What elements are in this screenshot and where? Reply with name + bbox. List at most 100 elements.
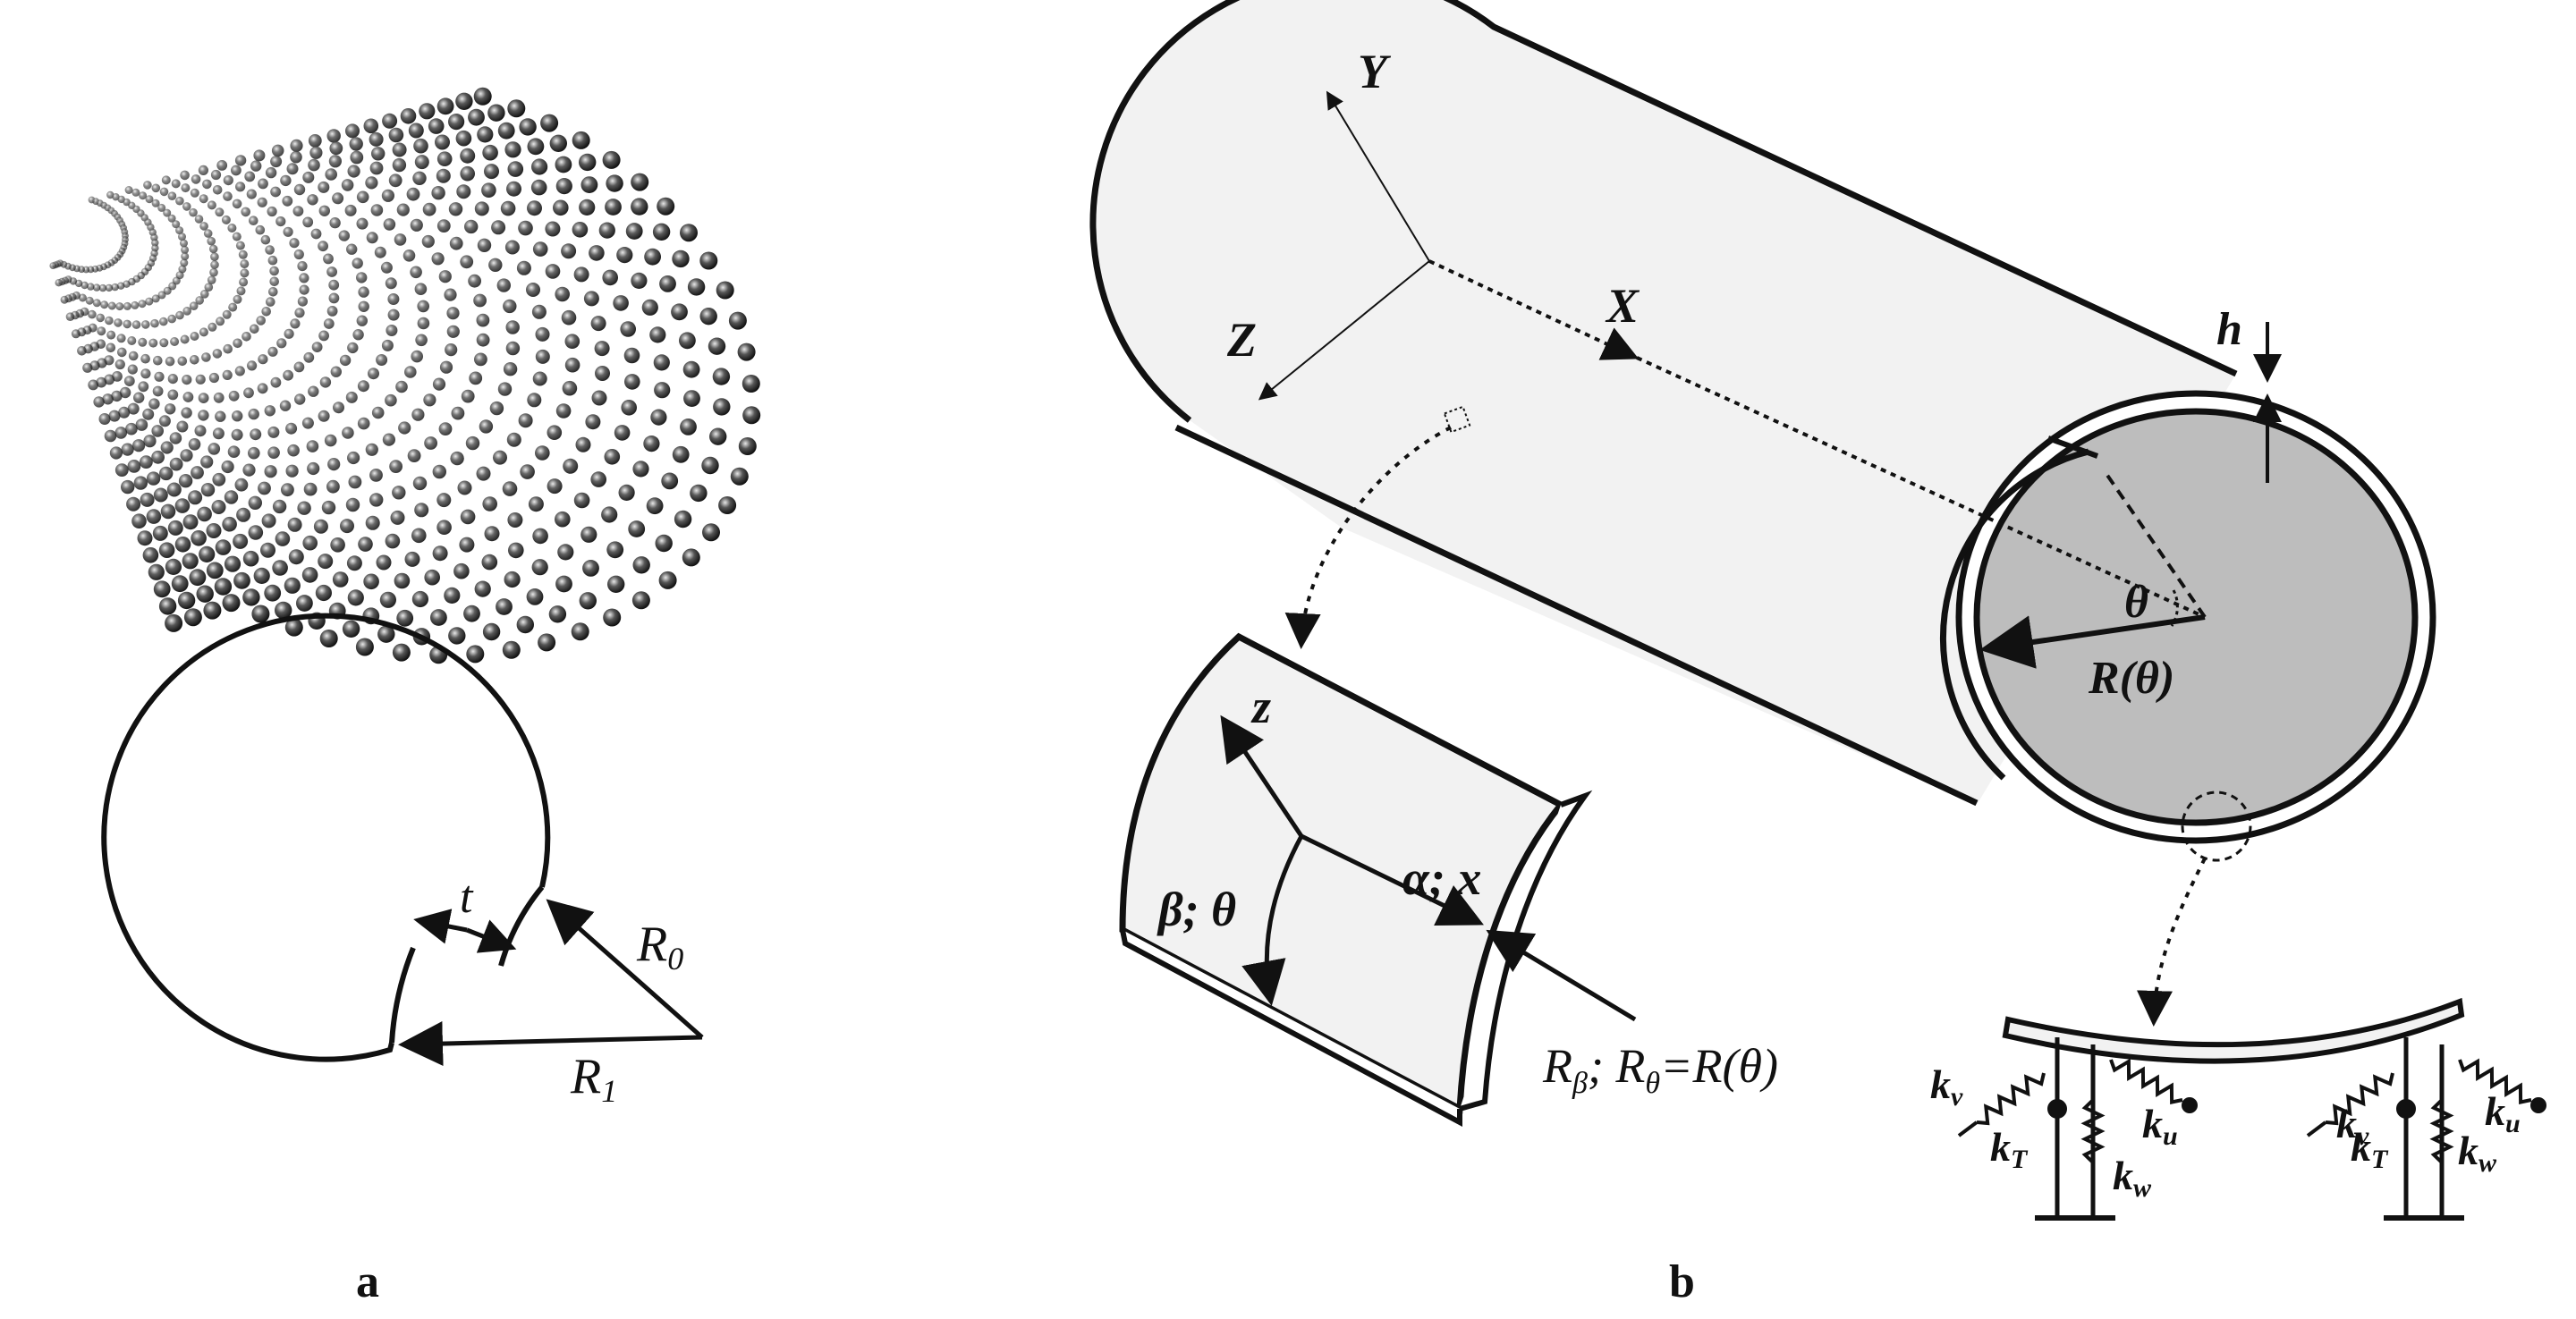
atom-sphere [181,245,190,254]
atom-sphere [190,188,199,198]
atom-sphere [182,307,191,316]
atom-sphere [146,471,161,486]
atom-sphere [191,530,207,546]
atom-sphere [376,354,388,366]
atom-sphere [231,428,243,441]
atom-sphere [453,562,470,579]
atom-sphere [555,178,572,195]
atom-sphere [238,249,248,259]
atom-sphere [355,638,374,656]
atom-sphere [231,165,242,176]
t-label: t [460,872,474,923]
atom-sphere [450,451,464,466]
atom-sphere [208,443,221,455]
atom-sphere [272,499,287,514]
atom-sphere [572,221,589,238]
atom-sphere [644,248,661,266]
atom-sphere [131,300,140,309]
atom-sphere [436,168,451,183]
atom-sphere [374,246,386,258]
atom-sphere [235,241,245,250]
atom-sphere [532,241,548,257]
atom-sphere [394,572,411,589]
atom-sphere [161,175,171,185]
atom-sphere [276,338,287,349]
atom-sphere [562,380,578,396]
atom-sphere [85,296,94,305]
atom-sphere [728,311,747,330]
atom-sphere [175,226,184,235]
atom-sphere [709,427,727,445]
atom-sphere [166,482,182,497]
atom-sphere [233,338,242,349]
atom-sphere [250,428,262,441]
atom-sphere [104,429,117,443]
atom-sphere [365,443,378,456]
atom-sphere [526,283,540,297]
outer-scroll-arc [101,613,551,1062]
atom-sphere [287,517,302,532]
atom-sphere [680,419,697,435]
atom-sphere [530,179,547,196]
atom-sphere [742,406,761,425]
atom-sphere [424,436,437,450]
atom-sphere [436,520,452,535]
atom-sphere [131,188,140,197]
atom-sphere [258,354,268,365]
atom-sphere [65,312,75,322]
atom-sphere [154,371,165,382]
atom-sphere [261,513,276,528]
atom-sphere [267,346,278,357]
atom-sphere [386,325,398,336]
atom-sphere [138,381,149,393]
atom-sphere [504,571,521,588]
atom-sphere [227,445,241,458]
atom-sphere [345,497,360,512]
atom-sphere [251,605,270,623]
atom-sphere [208,322,217,332]
atom-sphere [482,144,498,161]
atom-sphere [340,519,354,534]
atom-sphere [174,537,191,553]
atom-sphere [284,577,301,594]
elastic-foundation [1957,997,2546,1221]
atom-sphere [140,492,155,507]
atom-sphere [285,422,298,435]
r1-label: R1 [570,1049,617,1109]
atom-sphere [287,444,300,457]
atom-sphere [548,605,567,623]
atom-sphere [661,472,679,490]
atom-sphere [624,374,640,390]
atom-sphere [342,620,360,638]
atom-sphere [266,297,275,307]
atom-sphere [114,359,125,370]
atom-sphere [474,580,491,597]
atom-sphere [108,410,121,422]
atom-sphere [591,390,607,406]
atom-sphere [631,198,648,216]
atom-sphere [297,501,311,515]
atom-sphere [392,486,406,500]
atom-sphere [222,369,233,380]
atom-sphere [104,374,115,385]
atom-sphere [412,171,427,185]
radius-dashed [2105,472,2207,619]
atom-sphere [363,573,379,590]
atom-sphere [208,372,219,384]
atom-sphere [328,155,342,168]
atom-sphere [182,553,199,570]
atom-sphere [171,575,189,593]
atom-sphere [97,326,106,336]
atom-sphere [527,138,545,156]
atom-sphere [140,368,151,379]
atom-sphere [594,341,610,357]
atom-sphere [504,240,520,255]
atom-sphere [631,591,650,610]
anchor-u-left [2182,1097,2198,1113]
element-radius-arrow [1486,929,1637,1022]
atom-sphere [214,578,233,596]
atom-sphere [487,104,505,122]
atom-sphere [127,336,137,345]
atom-sphere [318,241,328,252]
atom-sphere [258,481,271,495]
